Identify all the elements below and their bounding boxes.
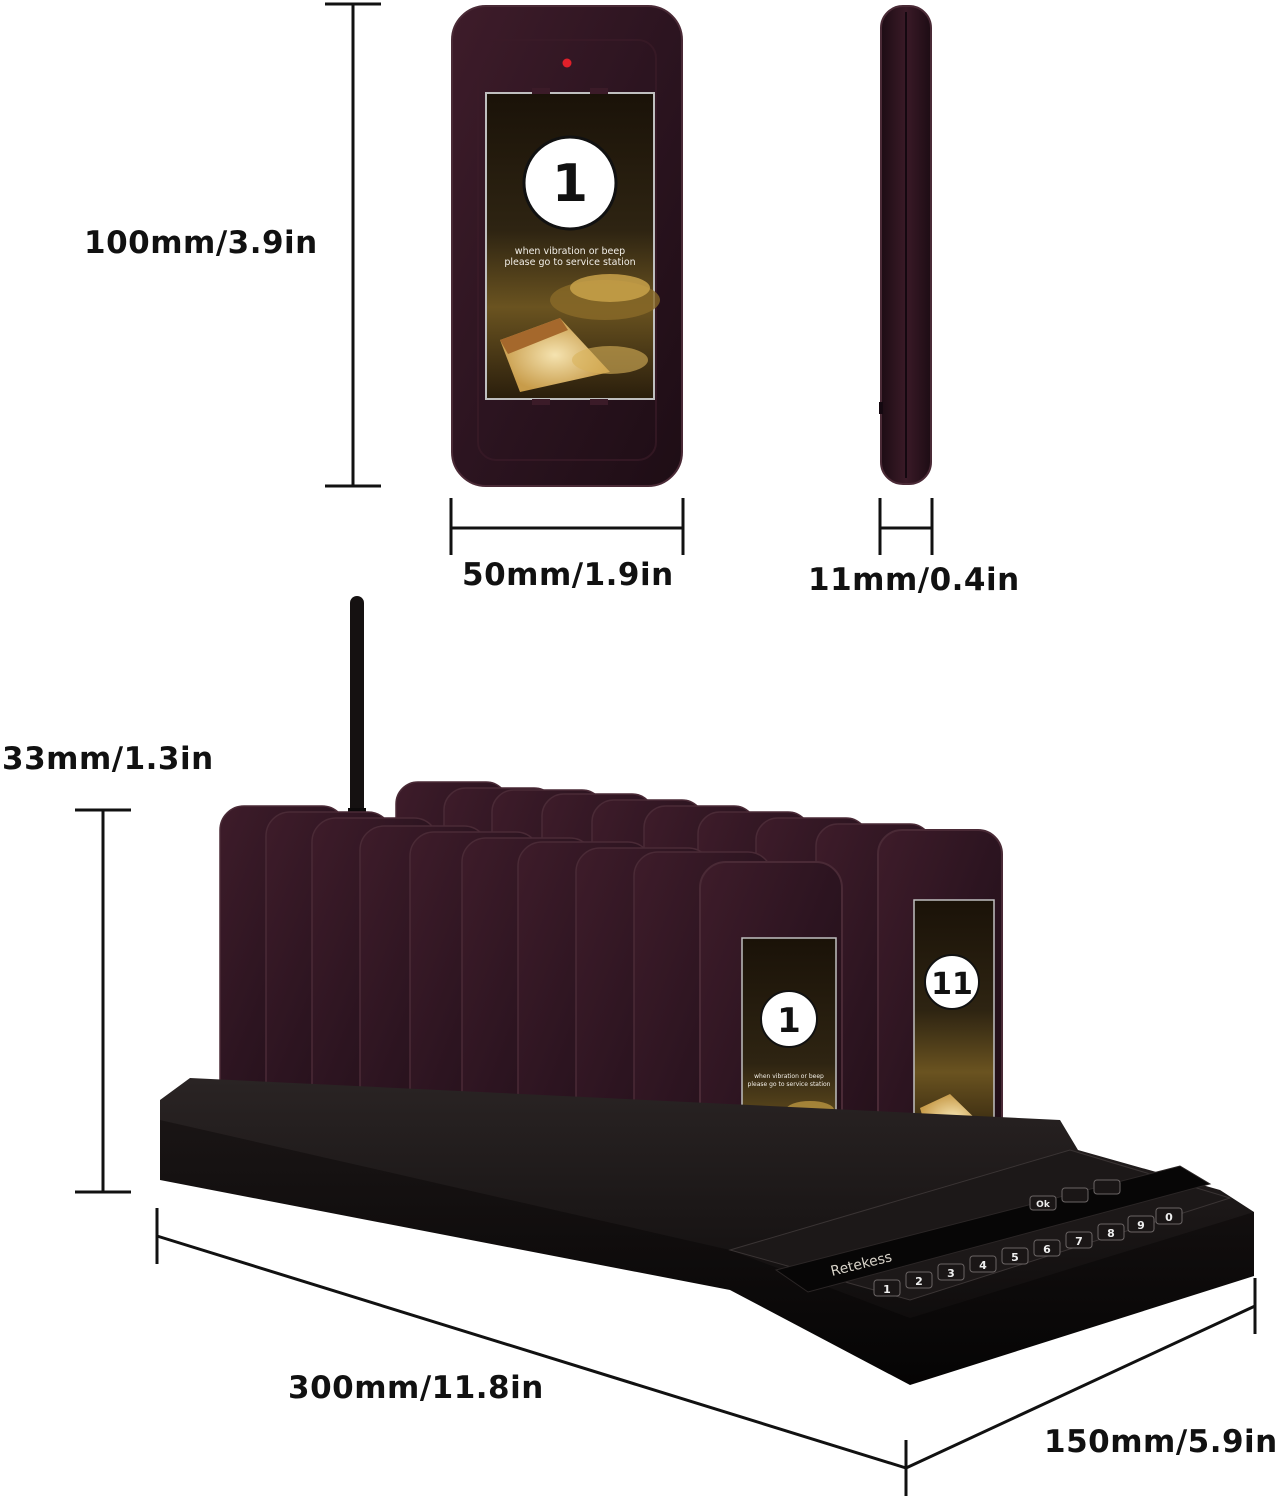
pager-message-line2: please go to service station bbox=[504, 257, 635, 268]
base-pager-number-right: 11 bbox=[931, 967, 973, 1002]
base-pager-number-front: 1 bbox=[777, 1001, 801, 1041]
key-2[interactable]: 2 bbox=[915, 1275, 923, 1288]
base-pager-message-line2: please go to service station bbox=[748, 1081, 831, 1088]
pager-height-label: 100mm/3.9in bbox=[84, 225, 318, 261]
featured-pager-11: 11 bbox=[877, 829, 1003, 1161]
key-5[interactable]: 5 bbox=[1011, 1251, 1019, 1264]
base-length-label: 300mm/11.8in bbox=[288, 1370, 544, 1406]
key-4[interactable]: 4 bbox=[979, 1259, 987, 1272]
key-9[interactable]: 9 bbox=[1137, 1219, 1145, 1232]
pager-screen: 1 when vibration or beep please go to se… bbox=[485, 92, 660, 400]
charging-base: 1 when vibration or beep please go to se… bbox=[160, 596, 1254, 1385]
key-1[interactable]: 1 bbox=[883, 1283, 891, 1296]
base-pager-message-line1: when vibration or beep bbox=[754, 1073, 824, 1080]
base-depth-label: 150mm/5.9in bbox=[1044, 1424, 1277, 1460]
pager-thickness-label: 11mm/0.4in bbox=[808, 562, 1020, 598]
pager-front-view: 1 when vibration or beep please go to se… bbox=[451, 5, 683, 487]
pager-number: 1 bbox=[552, 154, 588, 214]
pager-side-view bbox=[879, 5, 932, 485]
thickness-dimension-line bbox=[878, 498, 934, 555]
key-7[interactable]: 7 bbox=[1075, 1235, 1083, 1248]
key-6[interactable]: 6 bbox=[1043, 1243, 1051, 1256]
status-led-icon bbox=[562, 58, 572, 68]
antenna bbox=[348, 596, 366, 828]
number-badge bbox=[924, 954, 980, 1010]
key-0[interactable]: 0 bbox=[1165, 1211, 1173, 1224]
pager-message-line1: when vibration or beep bbox=[515, 246, 625, 257]
key-8[interactable]: 8 bbox=[1107, 1227, 1115, 1240]
base-height-dimension-line bbox=[75, 808, 131, 1194]
control-panel: Retekess 1 2 3 4 5 6 7 8 9 bbox=[774, 1165, 1212, 1297]
base-depth-dimension-line bbox=[905, 1278, 1257, 1470]
key-3[interactable]: 3 bbox=[947, 1267, 955, 1280]
base-body bbox=[160, 1078, 1254, 1385]
base-height-label: 33mm/1.3in bbox=[2, 741, 214, 777]
number-badge bbox=[760, 990, 818, 1048]
keypad-back-row: Ok bbox=[1029, 1179, 1121, 1211]
keypad-front-row: 1 2 3 4 5 6 7 8 9 0 bbox=[873, 1207, 1183, 1297]
height-dimension-line bbox=[325, 2, 381, 488]
number-badge bbox=[522, 135, 618, 231]
pager-width-label: 50mm/1.9in bbox=[462, 557, 674, 593]
width-dimension-line bbox=[449, 498, 685, 555]
key-ok[interactable]: Ok bbox=[1036, 1200, 1051, 1210]
